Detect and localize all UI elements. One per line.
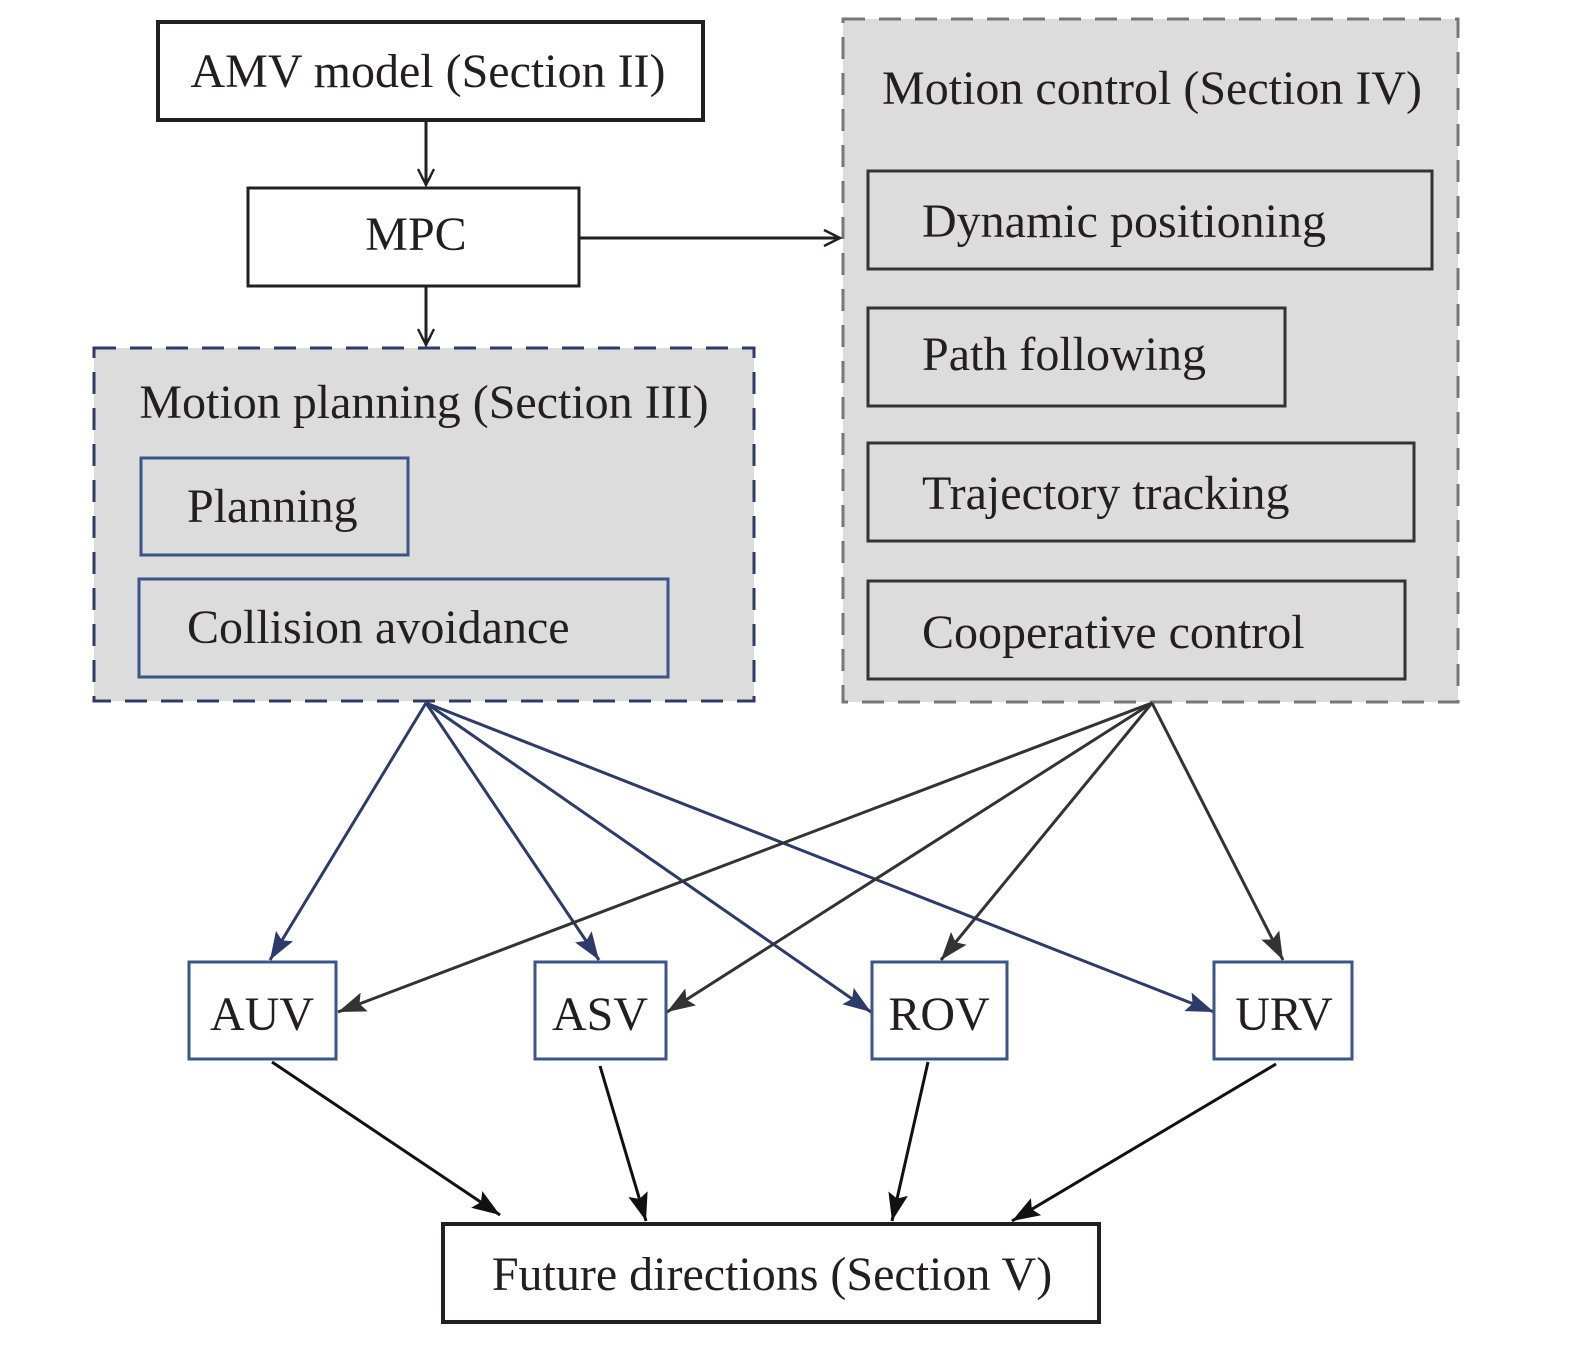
path-following-box — [866, 306, 1287, 408]
arrow-asv-to-future — [598, 1065, 648, 1222]
dynamic-positioning-box — [866, 169, 1434, 271]
auv-label: AUV — [210, 988, 314, 1041]
future-directions-label: Future directions (Section V) — [492, 1248, 1052, 1301]
arrow-rov-to-future — [888, 1061, 930, 1222]
arrow-auv-to-future — [271, 1060, 501, 1217]
path-following-label: Path following — [922, 328, 1206, 381]
mpc-box — [246, 186, 581, 288]
dynamic-positioning-label: Dynamic positioning — [922, 195, 1326, 248]
vehicle-nodes: AUV ASV ROV URV — [187, 960, 1354, 1061]
collision-avoidance-box — [137, 577, 670, 679]
trajectory-tracking-label: Trajectory tracking — [922, 467, 1289, 520]
arrow-control-to-rov — [939, 702, 1154, 961]
arrow-planning-to-auv — [268, 702, 428, 961]
control-to-vehicle-edges — [337, 701, 1285, 1014]
asv-label: ASV — [552, 988, 648, 1041]
arrow-control-to-auv — [337, 701, 1153, 1014]
mpc-label: MPC — [365, 208, 466, 261]
urv-box — [1212, 960, 1354, 1061]
arrow-urv-to-future — [1011, 1062, 1277, 1223]
arrow-planning-to-urv — [425, 701, 1215, 1014]
cooperative-control-label: Cooperative control — [922, 606, 1305, 659]
asv-box — [533, 960, 668, 1061]
arrow-control-to-asv — [666, 701, 1153, 1014]
trajectory-tracking-box — [866, 441, 1416, 543]
motion-planning-panel: Motion planning (Section III) Planning C… — [92, 346, 756, 703]
arrow-planning-to-asv — [424, 702, 601, 961]
planning-label: Planning — [187, 480, 358, 533]
future-directions-box — [441, 1222, 1101, 1324]
arrow-planning-to-rov — [425, 701, 872, 1014]
motion-planning-panel-border — [92, 346, 756, 703]
auv-box — [187, 960, 338, 1061]
urv-label: URV — [1235, 988, 1333, 1041]
rov-label: ROV — [888, 988, 990, 1041]
motion-control-panel-border — [841, 17, 1460, 704]
amv-model-box — [156, 20, 705, 122]
motion-planning-title: Motion planning (Section III) — [139, 376, 708, 429]
planning-to-vehicle-edges — [268, 701, 1215, 1014]
vehicle-to-future-edges — [271, 1060, 1277, 1223]
rov-box — [870, 960, 1009, 1061]
arrow-control-to-urv — [1150, 702, 1285, 961]
motion-control-title: Motion control (Section IV) — [882, 62, 1422, 115]
motion-control-panel: Motion control (Section IV) Dynamic posi… — [841, 17, 1460, 704]
collision-avoidance-label: Collision avoidance — [187, 601, 570, 654]
planning-box — [139, 456, 410, 557]
cooperative-control-box — [866, 579, 1407, 681]
amv-model-label: AMV model (Section II) — [190, 45, 665, 98]
